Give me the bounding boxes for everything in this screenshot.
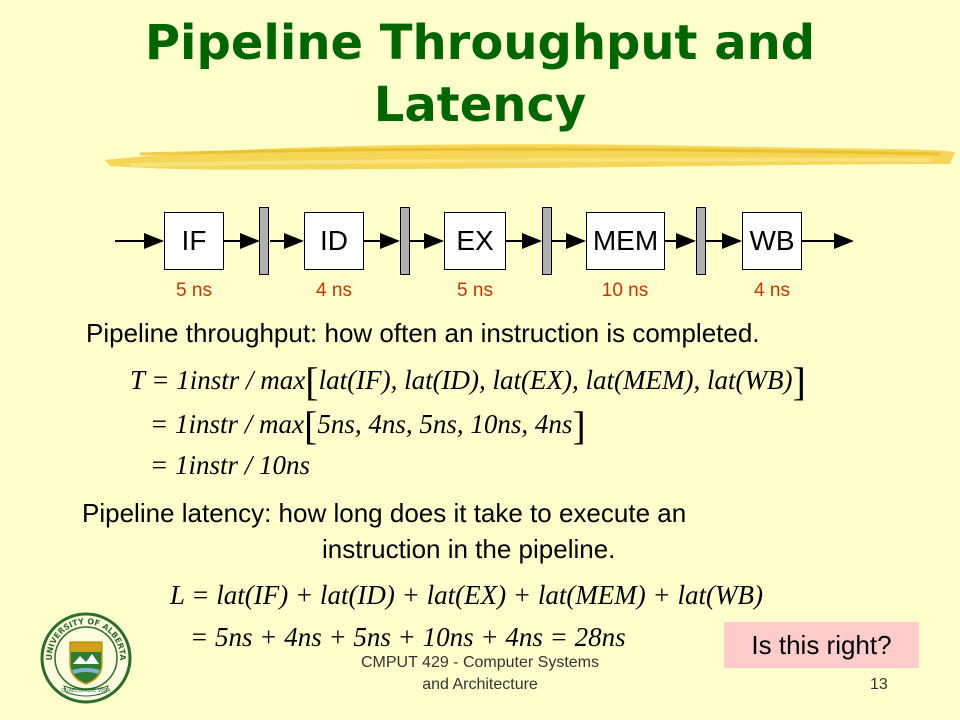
bracket-close: ] [792, 359, 806, 404]
stage-wb-box: WB [742, 212, 802, 270]
throughput-eq1-rhs: = 1instr / max [151, 365, 306, 395]
pipeline-latch-2 [400, 207, 410, 275]
callout-is-this-right: Is this right? [724, 622, 919, 668]
throughput-eq2-rhs: = 1instr / max [150, 409, 304, 439]
throughput-lhs: T [130, 365, 145, 395]
throughput-equation-3: = 1instr / 10ns [150, 450, 310, 480]
latency-definition-line1: Pipeline latency: how long does it take … [82, 498, 687, 528]
pipeline-latch-3 [542, 207, 552, 275]
stage-id-box: ID [304, 212, 364, 270]
slide-title: Pipeline Throughput and Latency [0, 12, 960, 136]
latency-definition-line2: instruction in the pipeline. [322, 534, 616, 564]
stage-mem-box: MEM [586, 212, 665, 270]
stage-ex-box: EX [444, 212, 506, 270]
highlight-stroke [105, 144, 955, 170]
throughput-equation-1: T = 1instr / max[lat(IF), lat(ID), lat(E… [130, 362, 806, 402]
university-crest-icon: UNIVERSITY OF ALBERTA QUAECUMQUE VERA [40, 612, 132, 704]
footer-course: CMPUT 429 - Computer Systems and Archite… [330, 652, 630, 696]
footer-course-line1: CMPUT 429 - Computer Systems [361, 654, 599, 671]
stage-if-latency: 5 ns [176, 280, 212, 301]
pipeline-latch-4 [696, 207, 706, 275]
stage-wb-latency: 4 ns [754, 280, 790, 301]
footer-course-line2: and Architecture [422, 676, 538, 693]
logo-motto: QUAECUMQUE VERA [61, 688, 111, 694]
pipeline-latch-1 [259, 207, 269, 275]
throughput-definition: Pipeline throughput: how often an instru… [86, 318, 760, 348]
stage-mem-latency: 10 ns [601, 280, 649, 301]
slide-title-line1: Pipeline Throughput and [144, 15, 816, 71]
throughput-eq1-args: lat(IF), lat(ID), lat(EX), lat(MEM), lat… [318, 365, 793, 395]
latency-equation-2: = 5ns + 4ns + 5ns + 10ns + 4ns = 28ns [190, 622, 626, 652]
throughput-equation-2: = 1instr / max[5ns, 4ns, 5ns, 10ns, 4ns] [150, 406, 586, 446]
slide-title-line2: Latency [373, 77, 587, 133]
latency-equation-1: L = lat(IF) + lat(ID) + lat(EX) + lat(ME… [170, 580, 763, 610]
bracket-open: [ [305, 359, 319, 404]
bracket-open: [ [303, 403, 318, 448]
throughput-eq2-args: 5ns, 4ns, 5ns, 10ns, 4ns [317, 409, 573, 439]
pipeline-diagram [115, 233, 854, 249]
stage-ex-latency: 5 ns [457, 280, 493, 301]
bracket-close: ] [572, 403, 586, 448]
stage-id-latency: 4 ns [316, 280, 352, 301]
page-number: 13 [870, 676, 888, 693]
stage-if-box: IF [164, 212, 224, 270]
